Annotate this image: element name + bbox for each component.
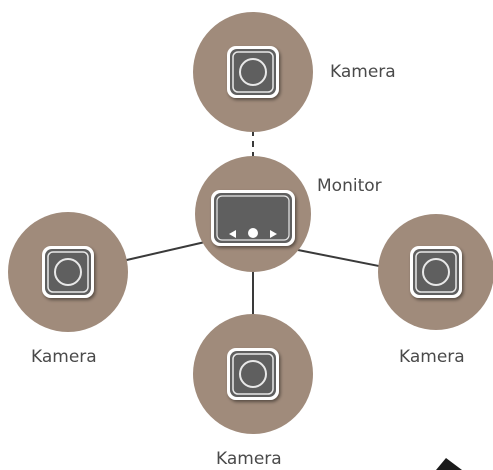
camera-node-bottom: Kamera [193,314,313,469]
camera-label-bottom: Kamera [216,449,282,469]
monitor-icon [211,190,295,246]
cursor-arrow-icon [436,458,462,470]
camera-label-top: Kamera [330,62,396,82]
camera-icon [227,46,279,98]
connection-line-left [117,241,206,263]
camera-node-top: Kamera [193,12,396,132]
camera-label-right: Kamera [399,347,465,367]
monitor-label: Monitor [317,176,382,196]
camera-icon [410,246,462,298]
connection-line-right [297,249,385,268]
camera-node-left: Kamera [8,212,128,367]
monitor-node: Monitor [195,156,382,272]
camera-label-left: Kamera [31,347,97,367]
camera-icon [42,246,94,298]
camera-node-right: Kamera [378,214,493,367]
camera-icon [227,348,279,400]
